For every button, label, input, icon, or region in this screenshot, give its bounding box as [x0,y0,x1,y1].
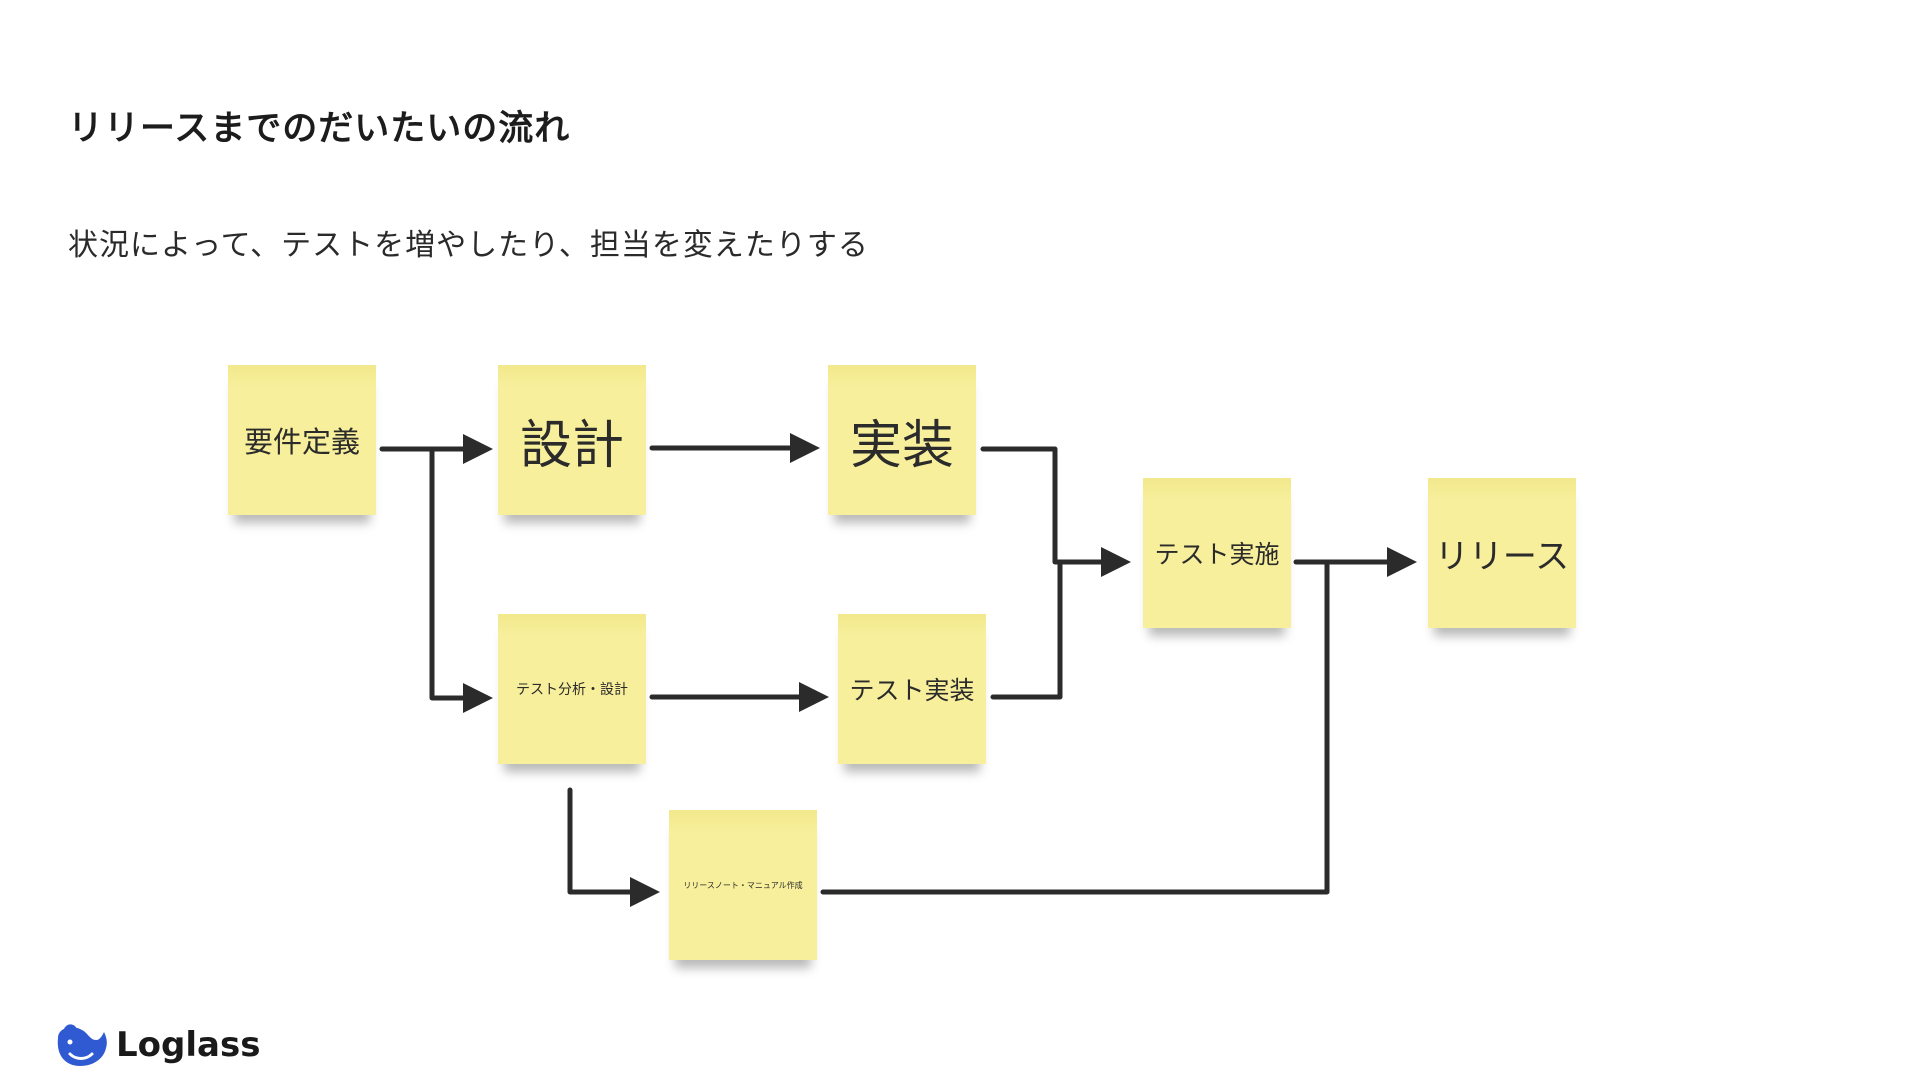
arrow-test-analysis-release-notes [567,787,661,907]
note-test-implementation: テスト実装 [838,614,986,764]
note-implementation-label: 実装 [849,415,954,476]
arrow-implementation-test-execution [980,446,1132,577]
note-test-analysis: テスト分析・設計 [498,614,646,764]
note-release-notes-label: リリースノート・マニュアル作成 [683,880,803,890]
whale-logo-icon [57,1024,107,1066]
note-test-analysis-label: テスト分析・設計 [516,682,628,698]
note-design: 設計 [498,365,646,515]
note-requirements-label: 要件定義 [243,425,360,459]
note-test-execution: テスト実施 [1143,478,1291,628]
arrow-requirements-test-analysis [429,446,494,713]
note-requirements: 要件定義 [228,365,376,515]
arrow-release-notes-release [820,559,1330,895]
note-release-notes: リリースノート・マニュアル作成 [669,810,817,960]
note-design-label: 設計 [519,415,624,476]
brand-name: Loglass [116,1025,261,1065]
note-release-label: リリース [1434,536,1570,577]
note-test-implementation-label: テスト実装 [849,676,975,705]
slide-title: リリースまでのだいたいの流れ [68,109,571,149]
slide-subtitle: 状況によって、テストを増やしたり、担当を変えたりする [68,228,869,263]
note-implementation: 実装 [828,365,976,515]
arrow-test-implementation-test-execution [990,559,1063,700]
brand-logo: Loglass [52,1020,260,1070]
note-test-execution-label: テスト実施 [1154,540,1280,569]
note-release: リリース [1428,478,1576,628]
